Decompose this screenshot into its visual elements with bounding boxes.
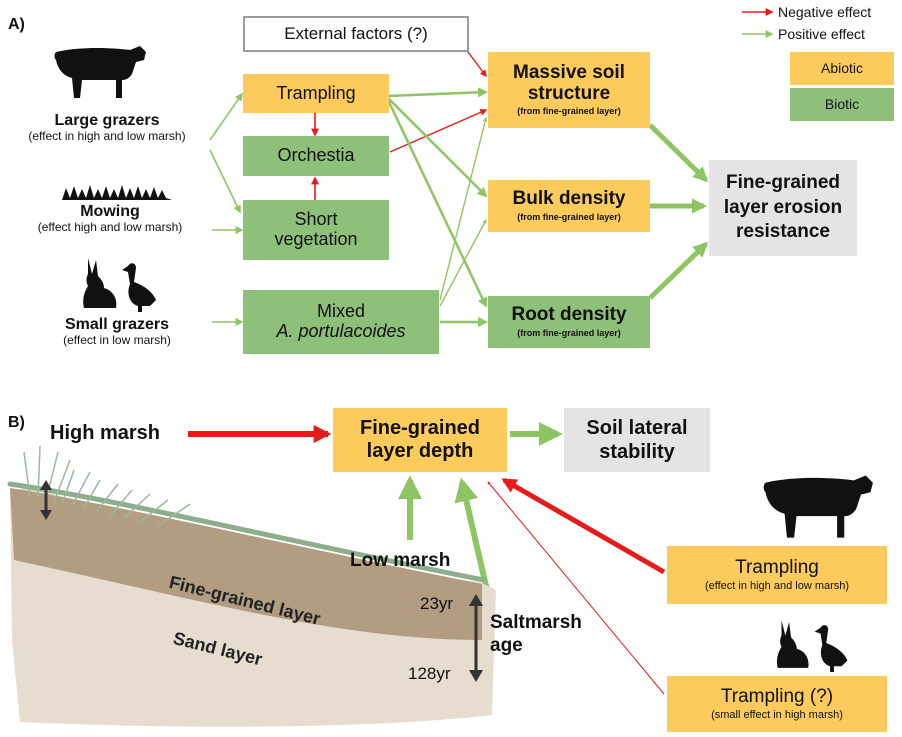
panel-a-label: A): [8, 16, 25, 34]
fine-depth-box: Fine-grained layer depth: [333, 408, 507, 472]
saltmarsh-age-line1: Saltmarsh: [490, 612, 582, 635]
fine-depth-line2: layer depth: [367, 440, 474, 463]
orchestia-box: Orchestia: [243, 136, 389, 176]
root-density-note: (from fine-grained layer): [517, 329, 621, 339]
mixed-box: Mixed A. portulacoides: [243, 290, 439, 354]
trampling-large-title: Trampling: [735, 558, 819, 579]
age-top-label: 23yr: [420, 594, 453, 614]
large-grazers-note: (effect in high and low marsh): [2, 130, 212, 144]
large-grazers-label: Large grazers (effect in high and low ma…: [2, 112, 212, 144]
external-factors-box: External factors (?): [243, 16, 469, 52]
mixed-line1: Mixed: [317, 302, 365, 322]
bulk-density-box: Bulk density (from fine-grained layer): [488, 180, 650, 232]
legend-positive-label: Positive effect: [778, 26, 865, 42]
trampling-large-box: Trampling (effect in high and low marsh): [667, 546, 887, 604]
massive-soil-note: (from fine-grained layer): [517, 107, 621, 117]
hare-icon-b: [772, 620, 812, 670]
massive-soil-box: Massive soil structure (from fine-graine…: [488, 52, 650, 128]
outcome-line1: Fine-grained: [726, 171, 840, 196]
high-marsh-label: High marsh: [50, 422, 160, 445]
root-density-title: Root density: [511, 305, 626, 326]
low-marsh-label: Low marsh: [350, 550, 450, 572]
outcome-box: Fine-grained layer erosion resistance: [709, 160, 857, 256]
legend-abiotic: Abiotic: [790, 52, 894, 85]
soil-stability-line2: stability: [599, 440, 675, 464]
goose-icon: [120, 260, 160, 312]
small-grazers-title: Small grazers: [22, 316, 212, 334]
short-vegetation-line2: vegetation: [274, 230, 357, 250]
soil-stability-box: Soil lateral stability: [564, 408, 710, 472]
panel-b-label: B): [8, 414, 25, 432]
trampling-large-note: (effect in high and low marsh): [705, 580, 849, 592]
mowing-note: (effect high and low marsh): [2, 221, 218, 235]
soil-stability-line1: Soil lateral: [586, 416, 687, 440]
goose-icon-b: [812, 622, 852, 672]
mowing-label: Mowing (effect high and low marsh): [2, 203, 218, 235]
legend-negative-label: Negative effect: [778, 4, 871, 20]
trampling-small-box: Trampling (?) (small effect in high mars…: [667, 676, 887, 732]
trampling-small-note: (small effect in high marsh): [711, 709, 843, 721]
saltmarsh-age-line2: age: [490, 635, 582, 658]
trampling-small-title: Trampling (?): [721, 687, 833, 708]
cow-icon: [52, 38, 148, 100]
mixed-line2: A. portulacoides: [276, 322, 405, 342]
cow-icon-b: [752, 466, 884, 540]
massive-soil-line2: structure: [528, 84, 610, 105]
large-grazers-title: Large grazers: [2, 112, 212, 130]
outcome-line3: resistance: [736, 220, 830, 245]
short-vegetation-box: Short vegetation: [243, 200, 389, 260]
small-grazers-label: Small grazers (effect in low marsh): [22, 316, 212, 348]
bulk-density-title: Bulk density: [513, 189, 626, 210]
outcome-line2: layer erosion: [724, 196, 842, 221]
mowing-title: Mowing: [2, 203, 218, 221]
fine-depth-line1: Fine-grained: [360, 417, 480, 440]
legend-biotic: Biotic: [790, 88, 894, 121]
hare-icon: [78, 258, 120, 310]
age-bottom-label: 128yr: [408, 664, 451, 684]
mowing-grass-icon: [62, 184, 172, 200]
root-density-box: Root density (from fine-grained layer): [488, 296, 650, 348]
saltmarsh-age-label: Saltmarsh age: [490, 612, 582, 658]
trampling-box: Trampling: [243, 74, 389, 113]
short-vegetation-line1: Short: [294, 210, 337, 230]
massive-soil-line1: Massive soil: [513, 63, 625, 84]
small-grazers-note: (effect in low marsh): [22, 334, 212, 348]
bulk-density-note: (from fine-grained layer): [517, 213, 621, 223]
